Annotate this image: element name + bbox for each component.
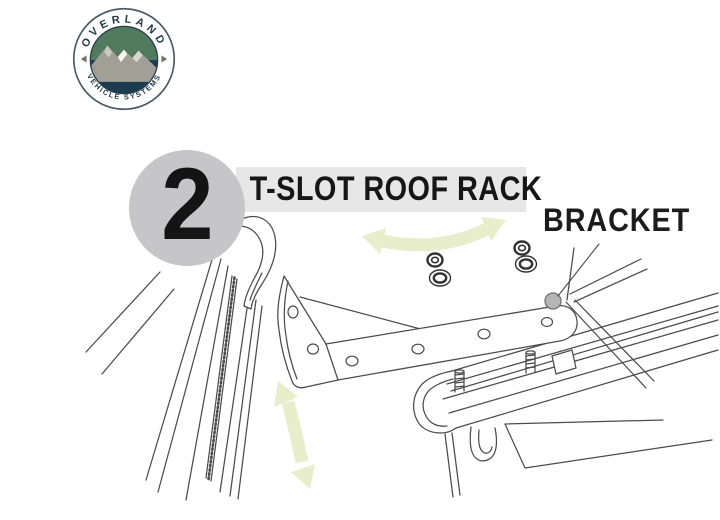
bracket-callout-text: BRACKET [543,202,691,238]
step-number: 2 [160,147,214,261]
t-slot-stud-icon [525,350,536,374]
direction-arrows-icon [274,217,506,489]
callout-leader-line [557,243,600,297]
logo-right-triangle-icon [161,55,168,63]
step-number-badge: 2 [129,150,245,266]
brand-logo: OVERLAND VEHICLE SYSTEMS [72,7,176,111]
lock-nut-icon [426,252,444,268]
bracket-callout: BRACKET [543,202,706,239]
logo-left-triangle-icon [80,55,87,63]
l-bracket [277,275,578,389]
lock-nut-icon [513,240,531,256]
fasteners [426,240,538,287]
t-slot-stud-icon [454,369,465,393]
carriage-bolt-icon [544,292,562,310]
t-slot-rail [412,292,719,498]
step-title-bar: T-SLOT ROOF RACK [236,167,542,212]
step-title: T-SLOT ROOF RACK [249,170,543,208]
rubber-tab [469,426,497,462]
flat-washer-icon [514,255,538,273]
bracket-holes [287,305,554,367]
vehicle-roof-lines [85,215,277,501]
flat-washer-icon [428,269,452,287]
